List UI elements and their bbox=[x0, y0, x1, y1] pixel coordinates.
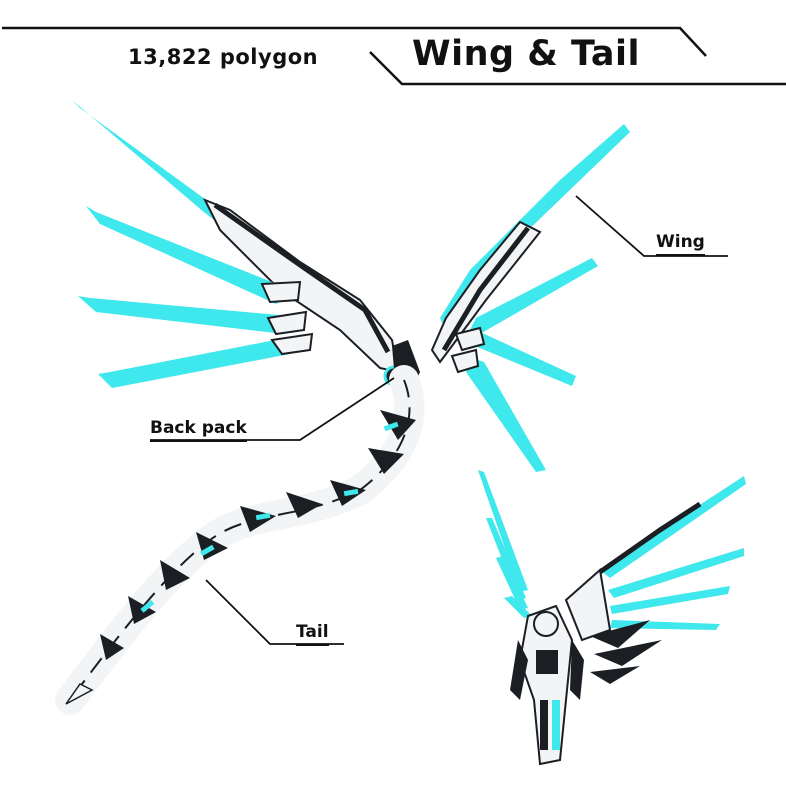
header-frame bbox=[2, 26, 786, 86]
left-wing-feather-4 bbox=[98, 336, 306, 388]
tail-tip bbox=[65, 683, 94, 705]
polygon-count: 13,822 polygon bbox=[128, 45, 319, 69]
callout-back-pack: Back pack bbox=[150, 418, 247, 442]
callout-tail: Tail bbox=[296, 622, 329, 646]
right-wing bbox=[430, 124, 630, 472]
right-wing-feather-1 bbox=[440, 124, 630, 336]
page-title: Wing & Tail bbox=[412, 34, 640, 74]
tail bbox=[55, 365, 425, 715]
left-wing bbox=[72, 100, 420, 392]
left-wing-feather-2 bbox=[86, 206, 292, 304]
right-wing-feather-4 bbox=[466, 358, 546, 472]
left-wing-feather-3 bbox=[78, 296, 300, 334]
callout-wing: Wing bbox=[656, 232, 705, 256]
wing-leader bbox=[575, 195, 728, 257]
right-wing-feather-3 bbox=[468, 332, 576, 386]
right-wing-feather-2 bbox=[470, 258, 598, 334]
figure-preview bbox=[478, 470, 746, 766]
